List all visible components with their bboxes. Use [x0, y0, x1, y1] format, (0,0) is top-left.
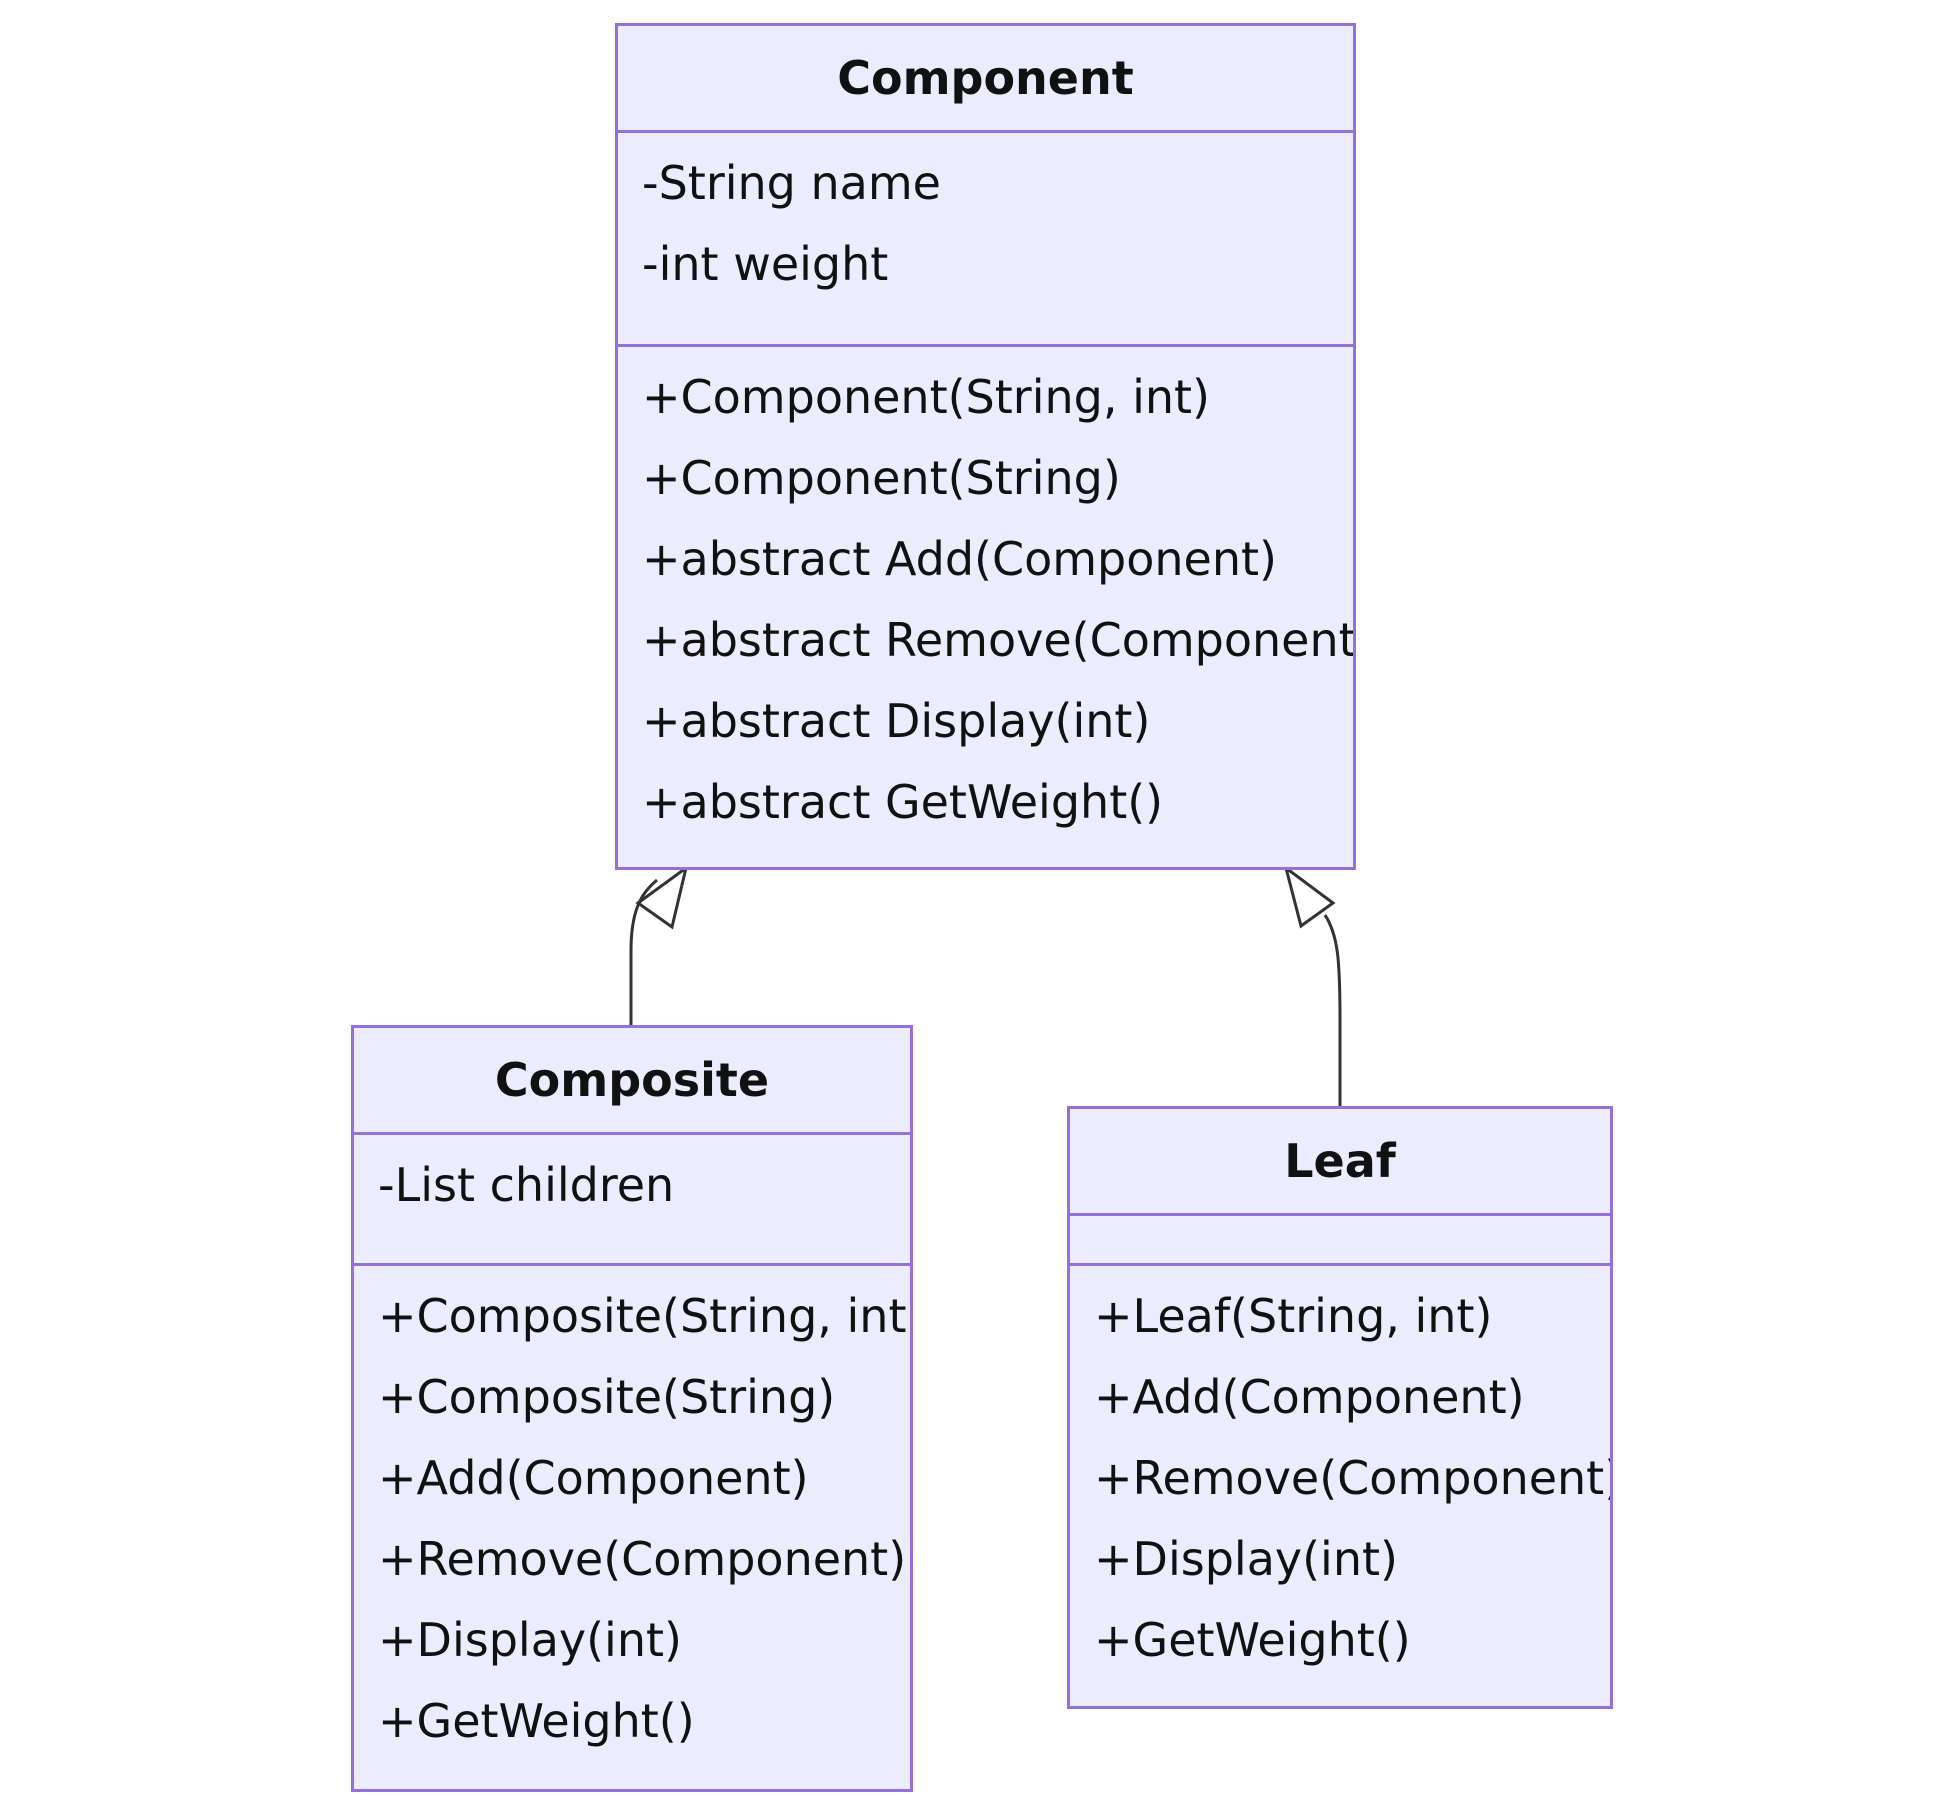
- class-box-component[interactable]: Component -String name -int weight +Comp…: [615, 23, 1356, 870]
- edge-leaf-to-component: [1323, 914, 1342, 1106]
- inheritance-arrowhead-composite: [635, 864, 689, 930]
- methods-section: +Composite(String, int) +Composite(Strin…: [354, 1266, 910, 1774]
- method: +Component(String, int): [642, 370, 1210, 424]
- method: +Composite(String): [378, 1370, 836, 1424]
- method: +GetWeight(): [378, 1694, 695, 1748]
- class-box-composite[interactable]: Composite -List children +Composite(Stri…: [351, 1025, 913, 1792]
- method: +Composite(String, int): [378, 1289, 910, 1343]
- attributes-section: [1070, 1216, 1610, 1266]
- method: +GetWeight(): [1094, 1613, 1411, 1667]
- method: +Leaf(String, int): [1094, 1289, 1493, 1343]
- method: +Component(String): [642, 451, 1121, 505]
- attribute: -List children: [378, 1158, 675, 1212]
- method: +Display(int): [1094, 1532, 1398, 1586]
- attributes-section: -List children: [354, 1135, 910, 1266]
- method: +Remove(Component): [1094, 1451, 1610, 1505]
- class-name: Composite: [354, 1028, 910, 1135]
- attribute: -String name: [642, 156, 941, 210]
- class-box-leaf[interactable]: Leaf +Leaf(String, int) +Add(Component) …: [1067, 1106, 1613, 1709]
- method: +abstract GetWeight(): [642, 775, 1164, 829]
- methods-section: +Leaf(String, int) +Add(Component) +Remo…: [1070, 1266, 1610, 1693]
- class-name: Component: [618, 26, 1353, 133]
- method: +Remove(Component): [378, 1532, 907, 1586]
- method: +Add(Component): [378, 1451, 809, 1505]
- method: +Add(Component): [1094, 1370, 1525, 1424]
- class-name: Leaf: [1070, 1109, 1610, 1216]
- edge-composite-to-component: [629, 878, 658, 1025]
- methods-section: +Component(String, int) +Component(Strin…: [618, 347, 1353, 855]
- method: +abstract Display(int): [642, 694, 1151, 748]
- inheritance-arrowhead-leaf: [1283, 864, 1336, 929]
- attributes-section: -String name -int weight: [618, 133, 1353, 347]
- method: +abstract Remove(Component): [642, 613, 1353, 667]
- method: +Display(int): [378, 1613, 682, 1667]
- method: +abstract Add(Component): [642, 532, 1277, 586]
- attribute: -int weight: [642, 237, 889, 291]
